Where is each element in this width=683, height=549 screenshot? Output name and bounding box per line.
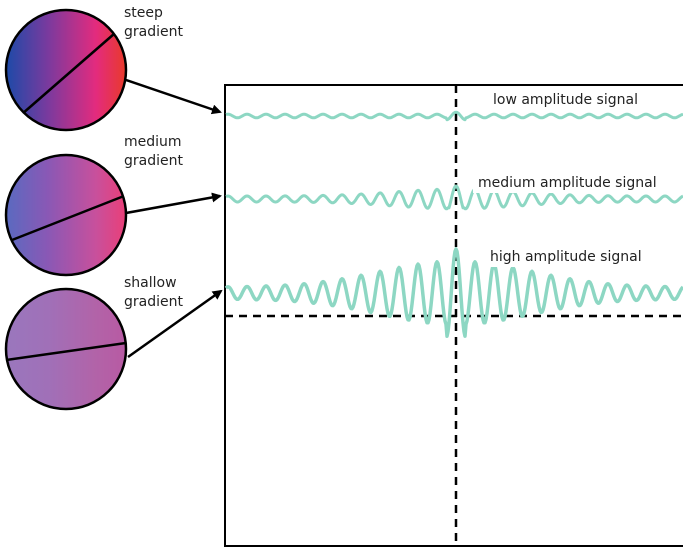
medium-amplitude-wave <box>225 184 683 211</box>
steep-label-line1: steep <box>124 5 163 21</box>
low-amplitude-label: low amplitude signal <box>493 92 638 108</box>
arrow-medium <box>125 192 222 215</box>
shallow-label-line2: gradient <box>124 294 183 310</box>
high-amplitude-wave <box>224 247 683 338</box>
medium-gradient-circle <box>4 153 128 277</box>
steep-gradient-circle <box>4 8 128 132</box>
medium-label-line1: medium <box>124 134 182 150</box>
steep-label-line2: gradient <box>124 24 183 40</box>
medium-amplitude-label: medium amplitude signal <box>478 175 657 191</box>
low-amplitude-wave <box>225 110 683 122</box>
shallow-label-line1: shallow <box>124 275 177 291</box>
medium-label-line2: gradient <box>124 153 183 169</box>
arrow-shallow <box>127 289 223 359</box>
high-amplitude-label: high amplitude signal <box>490 249 642 265</box>
shallow-gradient-circle <box>4 287 128 411</box>
arrow-steep <box>125 78 222 115</box>
